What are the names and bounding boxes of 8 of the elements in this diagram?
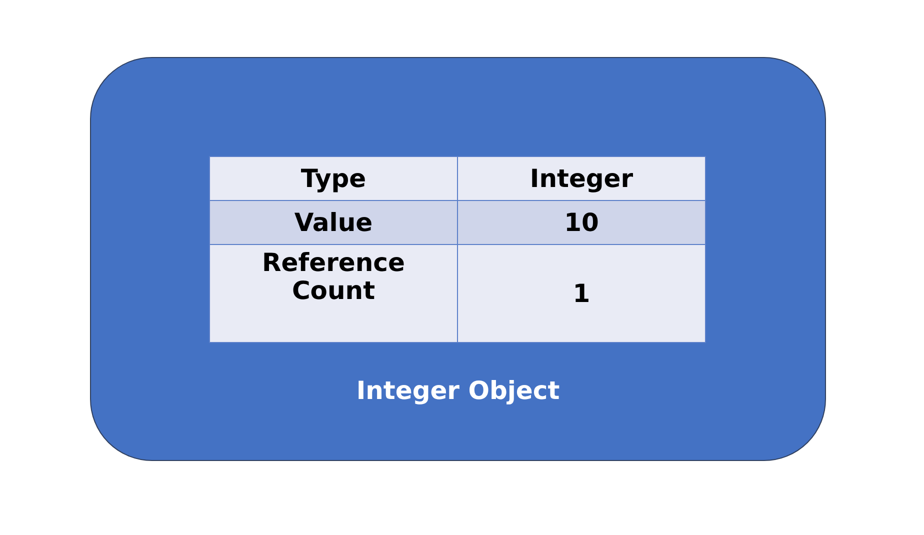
rounded-panel [90, 57, 826, 461]
table-cell: 1 [458, 244, 706, 342]
table-cell: Type [210, 156, 458, 200]
table-cell: Integer [458, 156, 706, 200]
table-cell: 10 [458, 200, 706, 244]
table-cell: Reference Count [210, 244, 458, 342]
panel-caption: Integer Object [355, 376, 561, 405]
table-cell: Value [210, 200, 458, 244]
